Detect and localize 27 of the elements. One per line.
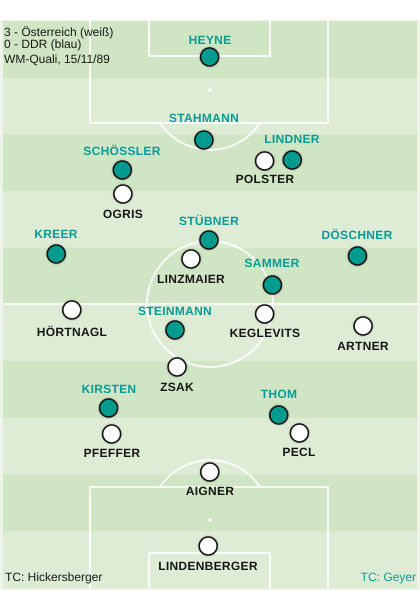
player-name: LINZMAIER [156, 272, 226, 286]
player-name: ARTNER [337, 339, 389, 353]
player-name: HÖRTNAGL [36, 325, 108, 339]
player-name: OGRIS [102, 207, 144, 221]
match-info-text: WM-Quali, 15/11/89 [4, 52, 110, 66]
player-name: PECL [282, 445, 316, 459]
coach-text: TC: Geyer [360, 570, 416, 584]
player-name: STAHMANN [168, 111, 240, 125]
player-name: KIRSTEN [82, 382, 136, 396]
player-name: POLSTER [236, 172, 294, 186]
coach-text: TC: Hickersberger [5, 570, 102, 584]
score-text: 3 - Österreich (weiß) [4, 25, 114, 39]
player-name: DÖSCHNER [321, 228, 393, 242]
player-name: HEYNE [188, 33, 232, 47]
player-name: KREER [34, 227, 78, 241]
player-name: SAMMER [244, 256, 300, 270]
player-name: PFEFFER [84, 446, 140, 460]
player-name: LINDNER [264, 132, 320, 146]
player-name: THOM [260, 387, 298, 401]
player-name: ZSAK [160, 380, 194, 394]
player-name: STÜBNER [178, 214, 240, 228]
score-text: 0 - DDR (blau) [4, 37, 82, 51]
player-name: SCHÖSSLER [83, 144, 161, 158]
player-name: KEGLEVITS [230, 326, 300, 340]
player-name: STEINMANN [138, 304, 212, 318]
player-name: LINDENBERGER [158, 559, 258, 573]
player-name: AIGNER [186, 484, 234, 498]
